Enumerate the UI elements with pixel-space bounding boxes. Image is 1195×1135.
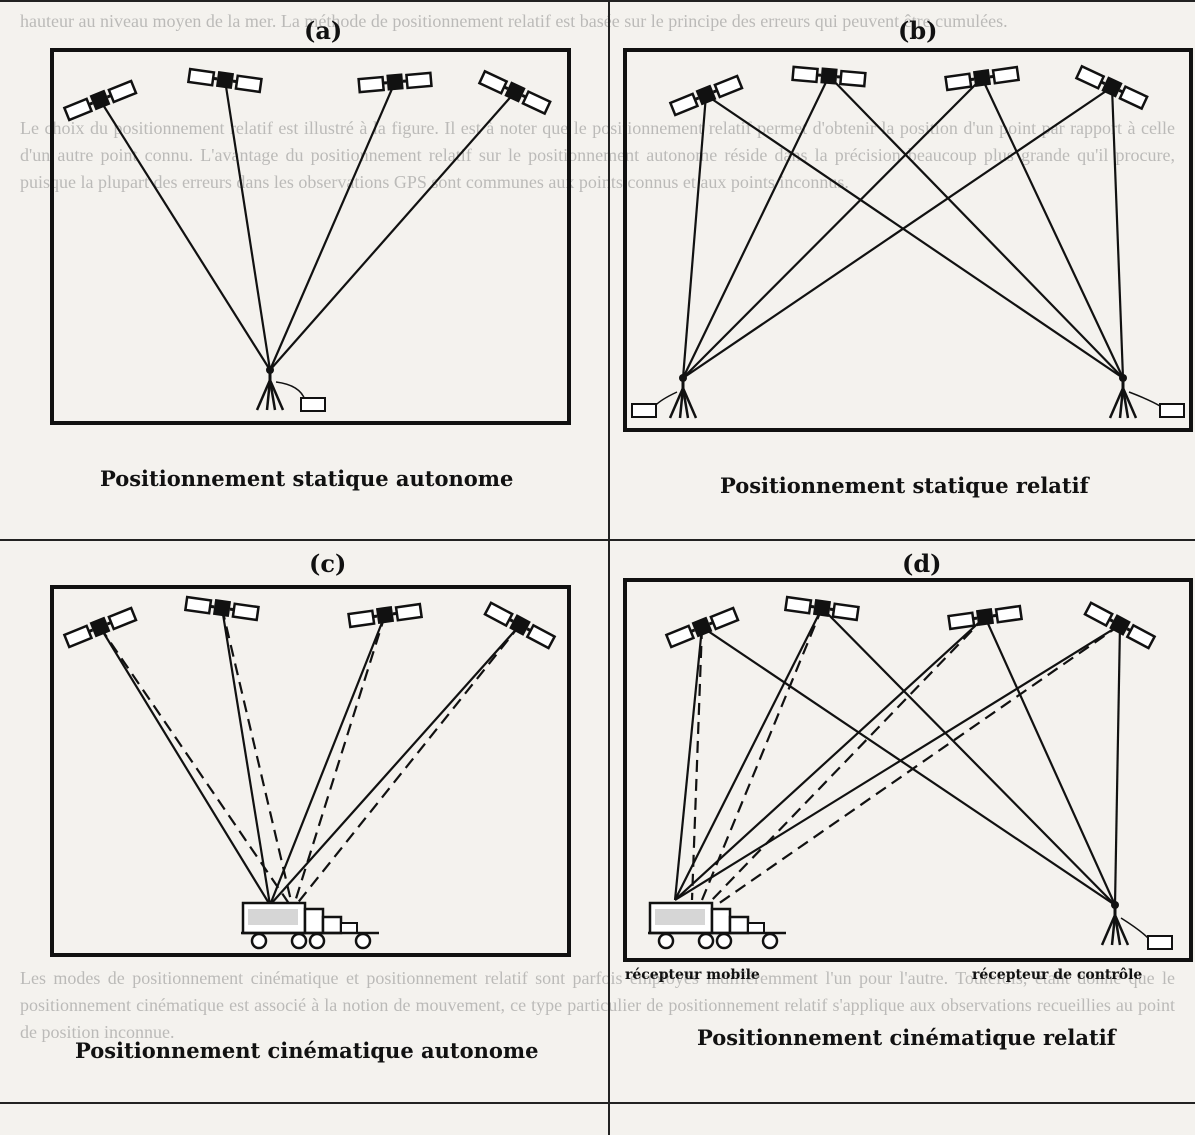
panel-b-frame	[623, 48, 1193, 432]
panel-c-diagram	[50, 585, 571, 957]
receiver-box-icon	[631, 403, 657, 418]
panel-b-diagram	[623, 48, 1193, 432]
panel-b-letter: (b)	[898, 16, 938, 45]
satellite-icon	[62, 604, 138, 650]
satellite-icon	[62, 77, 138, 123]
satellite-icon	[356, 69, 434, 95]
satellite-icon	[946, 602, 1024, 632]
satellite-icon	[183, 593, 261, 623]
satellite-icon	[783, 593, 861, 623]
truck-icon	[646, 901, 788, 950]
satellite-icon	[668, 72, 744, 118]
satellite-icon	[346, 600, 424, 630]
satellite-icon	[664, 604, 740, 650]
panel-c-signals	[99, 607, 521, 906]
panel-d-diagram	[623, 578, 1193, 962]
panel-d-frame	[623, 578, 1193, 962]
panel-d-letter: (d)	[902, 549, 942, 578]
panel-a-diagram	[50, 48, 571, 425]
panel-d-signals	[673, 607, 1122, 906]
panel-d-caption: Positionnement cinématique relatif	[697, 1025, 1116, 1050]
panel-b-caption: Positionnement statique relatif	[720, 473, 1089, 498]
satellite-icon	[482, 599, 558, 651]
background-text-bottom: Les modes de positionnement cinématique …	[20, 968, 1175, 1042]
background-text-top: hauteur au niveau moyen de la mer. La mé…	[20, 11, 1008, 31]
receiver-box-icon	[300, 397, 326, 412]
mobile-receiver-label: récepteur mobile	[625, 967, 760, 983]
panel-b-signals	[681, 75, 1125, 379]
panel-a-signals	[99, 79, 516, 371]
panel-a-caption: Positionnement statique autonome	[100, 466, 514, 491]
panel-a-frame	[50, 48, 571, 425]
panel-c-caption: Positionnement cinématique autonome	[75, 1038, 539, 1063]
receiver-tripod-icon	[255, 364, 285, 412]
control-receiver-label: récepteur de contrôle	[972, 967, 1143, 983]
satellite-icon	[943, 63, 1021, 93]
satellite-icon	[477, 68, 553, 116]
receiver-box-icon	[1159, 403, 1185, 418]
truck-icon	[239, 901, 381, 950]
panel-d-dashed-signals	[690, 607, 1121, 905]
panel-a-letter: (a)	[304, 16, 343, 45]
receiver-tripod-icon	[1100, 899, 1130, 947]
receiver-tripod-icon	[668, 372, 698, 420]
satellite-icon	[186, 65, 264, 95]
panel-c-dashed-signals	[99, 607, 521, 906]
receiver-tripod-icon	[1108, 372, 1138, 420]
receiver-box-icon	[1147, 935, 1173, 950]
panel-c-letter: (c)	[309, 549, 347, 578]
panel-c-frame	[50, 585, 571, 957]
satellite-icon	[790, 63, 868, 89]
